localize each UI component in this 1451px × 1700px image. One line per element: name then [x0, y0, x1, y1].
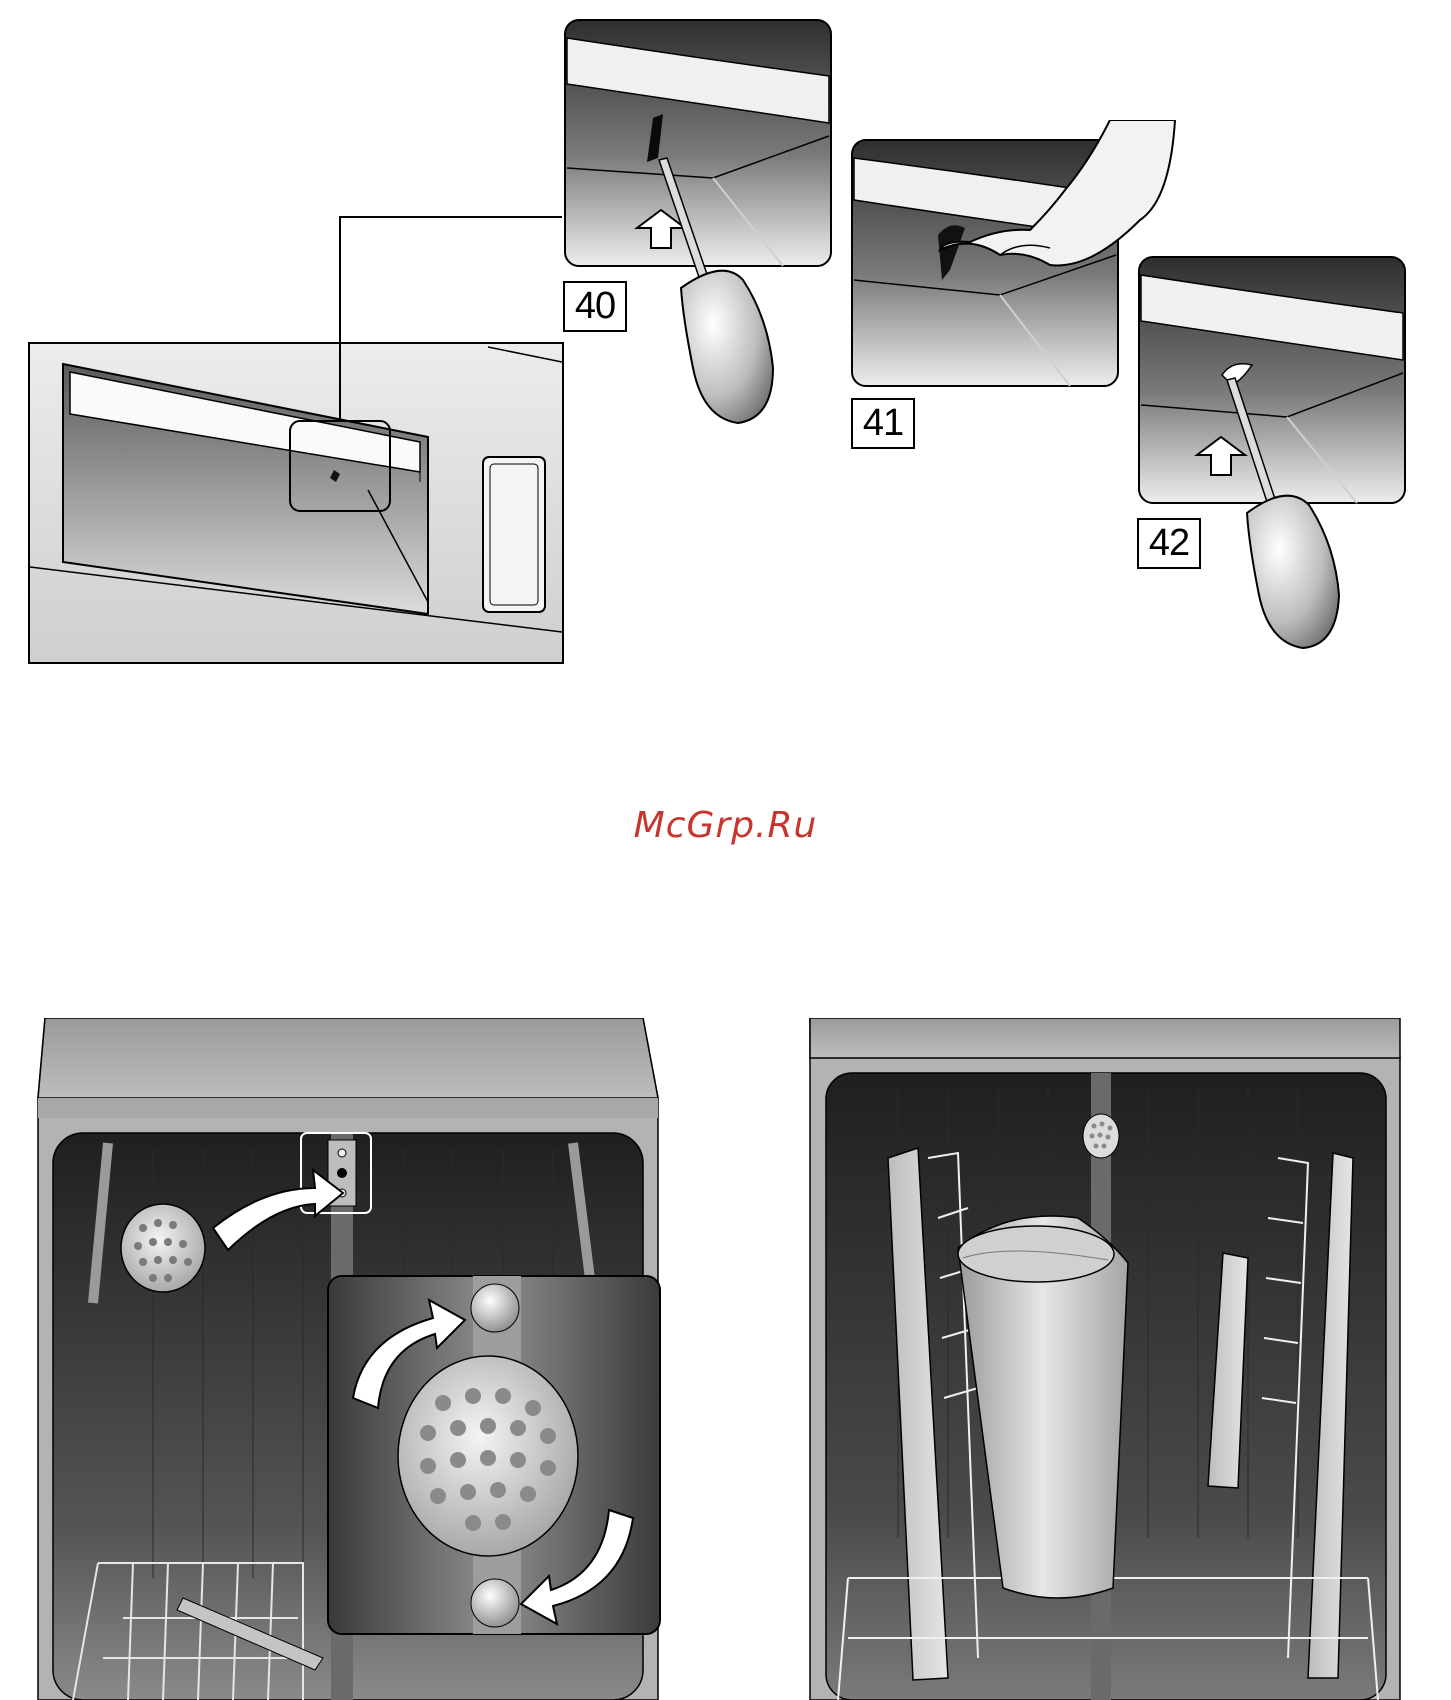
filter-icon	[121, 1204, 205, 1292]
filter-icon	[398, 1356, 578, 1556]
filter-icon	[1083, 1114, 1119, 1158]
figure-40-detail	[563, 18, 833, 428]
dishwasher-loaded-illustration	[808, 1018, 1408, 1700]
watermark-text: McGrp.Ru	[0, 805, 1451, 846]
figure-40-label: 40	[563, 281, 627, 332]
figure-41-detail	[850, 120, 1180, 390]
figure-42-label: 42	[1137, 518, 1201, 569]
dishwasher-filter-illustration	[33, 1018, 688, 1700]
figure-42-detail	[1137, 255, 1411, 650]
connector-line	[338, 215, 564, 423]
figure-41-label: 41	[851, 398, 915, 449]
